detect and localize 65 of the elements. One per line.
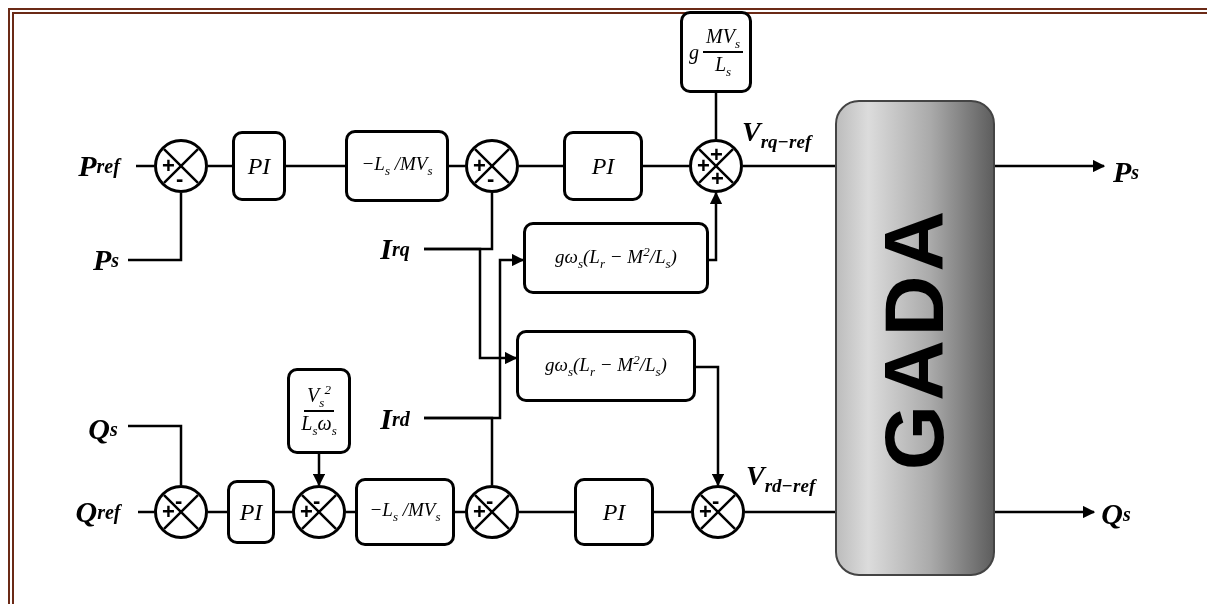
sign-label: + <box>697 155 710 177</box>
denominator: L$_{s}$ω$_{s}$ <box>301 412 337 439</box>
sign-label: + <box>473 155 486 177</box>
gain-block <box>287 368 351 454</box>
signal-line <box>654 510 691 514</box>
signal-line <box>743 164 835 168</box>
transfer-block <box>563 131 643 201</box>
block-label: PI <box>591 152 615 180</box>
transfer-block <box>355 478 455 546</box>
signal-line <box>208 164 232 168</box>
block-label: gω$_{s}$(L$_{r}$ − M$^{2}$/L$_{s}$) <box>545 352 667 380</box>
summing-junction <box>154 485 208 539</box>
sign-label: + <box>711 168 724 190</box>
numerator: MV$_{s}$ <box>703 24 743 53</box>
signal-line <box>128 193 183 262</box>
transfer-block <box>574 478 654 546</box>
sign-label: - <box>175 490 183 512</box>
block-label: −L$_{s}$ /MV$_{s}$ <box>369 499 441 525</box>
sign-label: + <box>162 501 175 523</box>
block-label: GADA <box>866 206 963 470</box>
summing-junction <box>465 139 519 193</box>
summing-junction <box>154 139 208 193</box>
block-label: PI <box>602 498 626 526</box>
signal-arrow <box>424 247 518 365</box>
transfer-block <box>516 330 696 402</box>
sign-label: - <box>313 490 321 512</box>
signal-line <box>519 510 574 514</box>
summing-junction <box>292 485 346 539</box>
signal-line <box>519 164 563 168</box>
signal-line <box>714 93 718 139</box>
summing-junction <box>465 485 519 539</box>
machine-block <box>835 100 995 576</box>
sign-label: + <box>162 155 175 177</box>
sign-label: - <box>486 490 494 512</box>
sign-label: + <box>473 501 486 523</box>
block-label: PI <box>239 498 263 526</box>
summing-junction <box>691 485 745 539</box>
sign-label: + <box>699 501 712 523</box>
sign-label: + <box>300 501 313 523</box>
block-label: −L$_{s}$ /MV$_{s}$ <box>361 153 433 179</box>
signal-line <box>208 510 227 514</box>
sign-label: - <box>487 168 495 190</box>
transfer-block <box>232 131 286 201</box>
sign-label: - <box>176 168 184 190</box>
denominator: L$_{s}$ <box>714 53 732 80</box>
signal-arrow <box>995 505 1096 519</box>
summing-junction <box>689 139 743 193</box>
gain-block <box>680 11 752 93</box>
signal-line <box>643 164 689 168</box>
block-label: g <box>689 41 699 63</box>
signal-arrow <box>995 159 1106 173</box>
signal-line <box>128 424 183 485</box>
transfer-block <box>227 480 275 544</box>
signal-line <box>745 510 835 514</box>
block-label: PI <box>247 152 271 180</box>
block-label: gω$_{s}$(L$_{r}$ − M$^{2}$/L$_{s}$) <box>555 244 677 272</box>
sign-label: - <box>712 490 720 512</box>
sign-label: + <box>710 144 723 166</box>
signal-arrow <box>709 191 723 262</box>
signal-arrow <box>312 454 326 487</box>
signal-arrow <box>696 365 725 487</box>
transfer-block <box>345 130 449 202</box>
transfer-block <box>523 222 709 294</box>
signal-line <box>286 164 345 168</box>
signal-line <box>424 416 494 485</box>
